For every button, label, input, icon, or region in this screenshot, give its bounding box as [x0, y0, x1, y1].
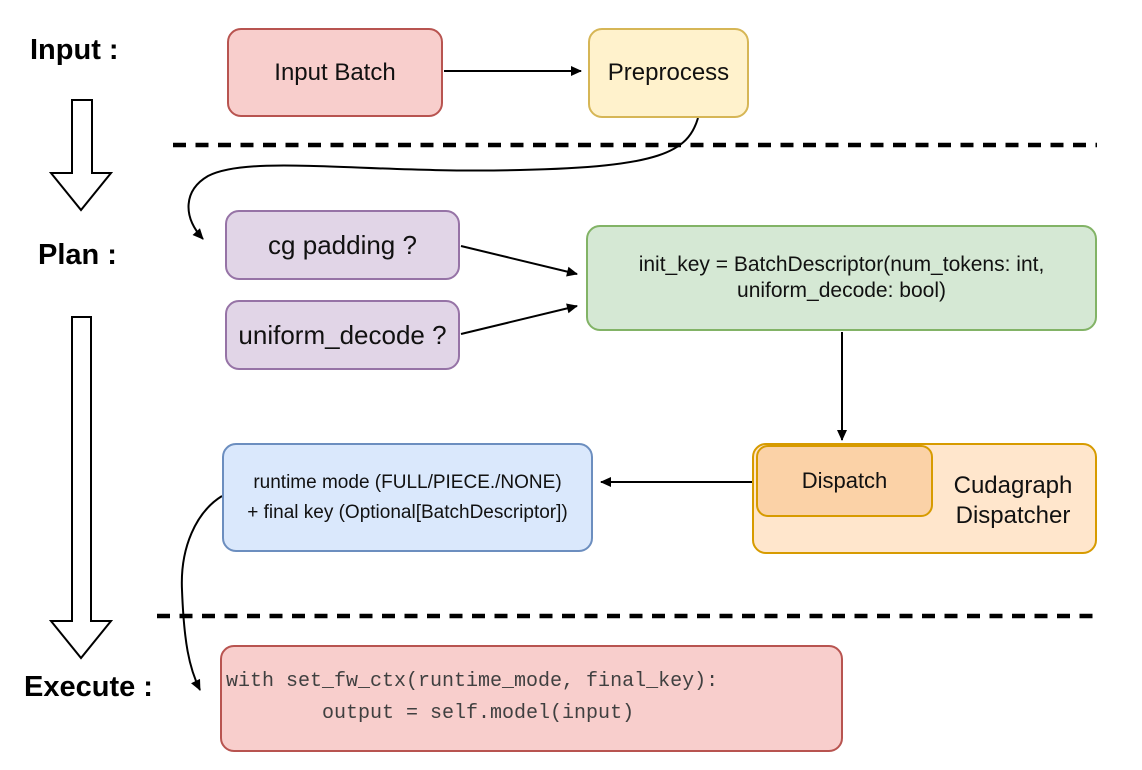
node-uniform-decode: uniform_decode ?	[225, 300, 460, 370]
node-init-key-label: init_key = BatchDescriptor(num_tokens: i…	[638, 252, 1045, 302]
runtime-mode-line1: runtime mode (FULL/PIECE./NONE)	[253, 471, 562, 493]
execute-code-block: with set_fw_ctx(runtime_mode, final_key)…	[222, 647, 722, 730]
node-execute-code: with set_fw_ctx(runtime_mode, final_key)…	[220, 645, 843, 752]
flow-arrow-input-to-plan	[48, 99, 114, 212]
node-dispatch-label: Dispatch	[801, 468, 888, 494]
execute-code-line1: with set_fw_ctx(runtime_mode, final_key)…	[226, 670, 719, 693]
section-label-execute: Execute :	[24, 671, 153, 703]
node-cg-padding: cg padding ?	[225, 210, 460, 280]
flow-arrow-plan-to-execute	[48, 316, 114, 660]
arrow-cgpadding-to-initkey	[460, 245, 578, 277]
section-label-input: Input :	[30, 34, 119, 66]
node-input-batch-label: Input Batch	[274, 58, 396, 86]
node-preprocess-label: Preprocess	[607, 59, 730, 86]
arrow-uniformdecode-to-initkey	[460, 303, 578, 335]
cudagraph-dispatcher-text: Cudagraph Dispatcher	[953, 471, 1073, 529]
node-cg-padding-label: cg padding ?	[268, 229, 417, 260]
node-uniform-decode-label: uniform_decode ?	[238, 319, 447, 350]
cudagraph-dispatcher-label: Cudagraph Dispatcher	[931, 445, 1095, 556]
node-dispatch: Dispatch	[756, 445, 933, 517]
node-preprocess: Preprocess	[588, 28, 749, 118]
node-init-key: init_key = BatchDescriptor(num_tokens: i…	[586, 225, 1097, 331]
node-runtime-mode: runtime mode (FULL/PIECE./NONE) + final …	[222, 443, 593, 552]
section-label-plan: Plan :	[38, 239, 117, 271]
runtime-mode-line2: + final key (Optional[BatchDescriptor])	[247, 501, 568, 523]
execute-code-line2: output = self.model(input)	[226, 702, 635, 725]
curve-runtimemode-to-execute	[180, 495, 223, 691]
node-input-batch: Input Batch	[227, 28, 443, 117]
